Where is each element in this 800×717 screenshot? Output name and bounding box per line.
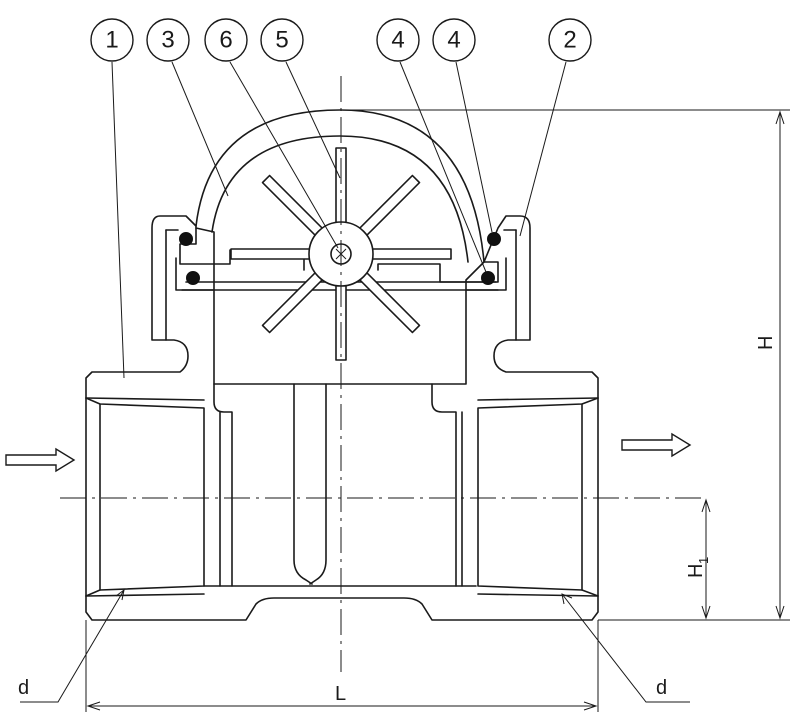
left-port-thread bbox=[85, 397, 205, 597]
callout-2: 2 bbox=[548, 18, 592, 62]
callout-label: 3 bbox=[161, 27, 174, 54]
callout-label: 1 bbox=[105, 27, 118, 54]
o-ring-lower-right bbox=[481, 271, 495, 285]
callout-3: 3 bbox=[146, 18, 190, 62]
dome-inner bbox=[211, 135, 469, 263]
callout-leaders bbox=[111, 61, 567, 379]
left-port-chamfer-bottom bbox=[85, 593, 205, 597]
callout-circle bbox=[432, 18, 476, 62]
l-arrow-left bbox=[86, 701, 101, 711]
leader-4a bbox=[399, 61, 487, 273]
leader-5 bbox=[285, 61, 341, 179]
h-arrow-top bbox=[775, 110, 785, 125]
leader-2 bbox=[519, 61, 567, 237]
right-port-chamfer-top bbox=[477, 397, 599, 401]
valve-body bbox=[85, 215, 599, 621]
h1-arrow-bottom bbox=[701, 605, 711, 620]
callout-4a: 4 bbox=[376, 18, 420, 62]
leader-1 bbox=[111, 61, 125, 379]
impeller-blade bbox=[261, 174, 326, 239]
left-inner-wall bbox=[213, 383, 233, 587]
callout-6: 6 bbox=[204, 18, 248, 62]
dimension-h-label: H bbox=[755, 336, 777, 350]
o-ring-lower-left bbox=[186, 271, 200, 285]
partition-left bbox=[293, 383, 313, 585]
o-ring-upper-left bbox=[179, 232, 193, 246]
impeller-blade bbox=[356, 174, 421, 239]
callout-label: 2 bbox=[563, 27, 576, 54]
d-leader-right bbox=[561, 593, 690, 703]
leader-6 bbox=[229, 61, 339, 249]
callout-circle bbox=[260, 18, 304, 62]
o-ring-upper-right bbox=[487, 232, 501, 246]
d-arrow-right bbox=[561, 593, 573, 605]
inlet-flow-arrow bbox=[5, 447, 76, 473]
impeller-blade bbox=[230, 248, 312, 260]
callout-circle bbox=[90, 18, 134, 62]
impeller-blade bbox=[356, 269, 421, 334]
dimension-h1-label-group: H 1 bbox=[685, 557, 711, 578]
dimension-lines bbox=[20, 109, 790, 712]
callout-5: 5 bbox=[260, 18, 304, 62]
h1-arrow-top bbox=[701, 498, 711, 513]
dimension-h1-subscript: 1 bbox=[696, 557, 711, 564]
callout-label: 6 bbox=[219, 27, 232, 54]
callout-circle bbox=[376, 18, 420, 62]
partition-right bbox=[309, 383, 327, 585]
callout-label: 4 bbox=[391, 27, 404, 54]
o-rings bbox=[179, 232, 501, 285]
callout-label: 5 bbox=[275, 27, 288, 54]
thread-d-label-right: d bbox=[656, 677, 667, 699]
right-inner-wall bbox=[431, 383, 457, 587]
dimension-l-label: L bbox=[335, 683, 346, 705]
impeller-blade bbox=[370, 248, 452, 260]
callout-circle bbox=[204, 18, 248, 62]
left-port-chamfer-top bbox=[85, 397, 205, 401]
d-leader-left bbox=[20, 589, 125, 703]
callout-circle bbox=[548, 18, 592, 62]
d-arrow-left bbox=[115, 588, 125, 601]
dimension-h1-label: H bbox=[685, 564, 707, 578]
l-arrow-right bbox=[583, 701, 598, 711]
right-port-chamfer-bottom bbox=[477, 593, 599, 597]
callout-1: 1 bbox=[90, 18, 134, 62]
callout-4b: 4 bbox=[432, 18, 476, 62]
callout-circle bbox=[146, 18, 190, 62]
leader-4b bbox=[455, 61, 493, 233]
callout-label: 4 bbox=[447, 27, 460, 54]
h-arrow-bottom bbox=[775, 605, 785, 620]
outlet-flow-arrow bbox=[621, 432, 692, 458]
right-port-thread bbox=[477, 397, 599, 597]
leader-3 bbox=[171, 61, 229, 197]
body-outline bbox=[85, 215, 599, 621]
thread-d-label-left: d bbox=[18, 677, 29, 699]
impeller-blade bbox=[261, 269, 326, 334]
dome-outer bbox=[195, 109, 485, 263]
